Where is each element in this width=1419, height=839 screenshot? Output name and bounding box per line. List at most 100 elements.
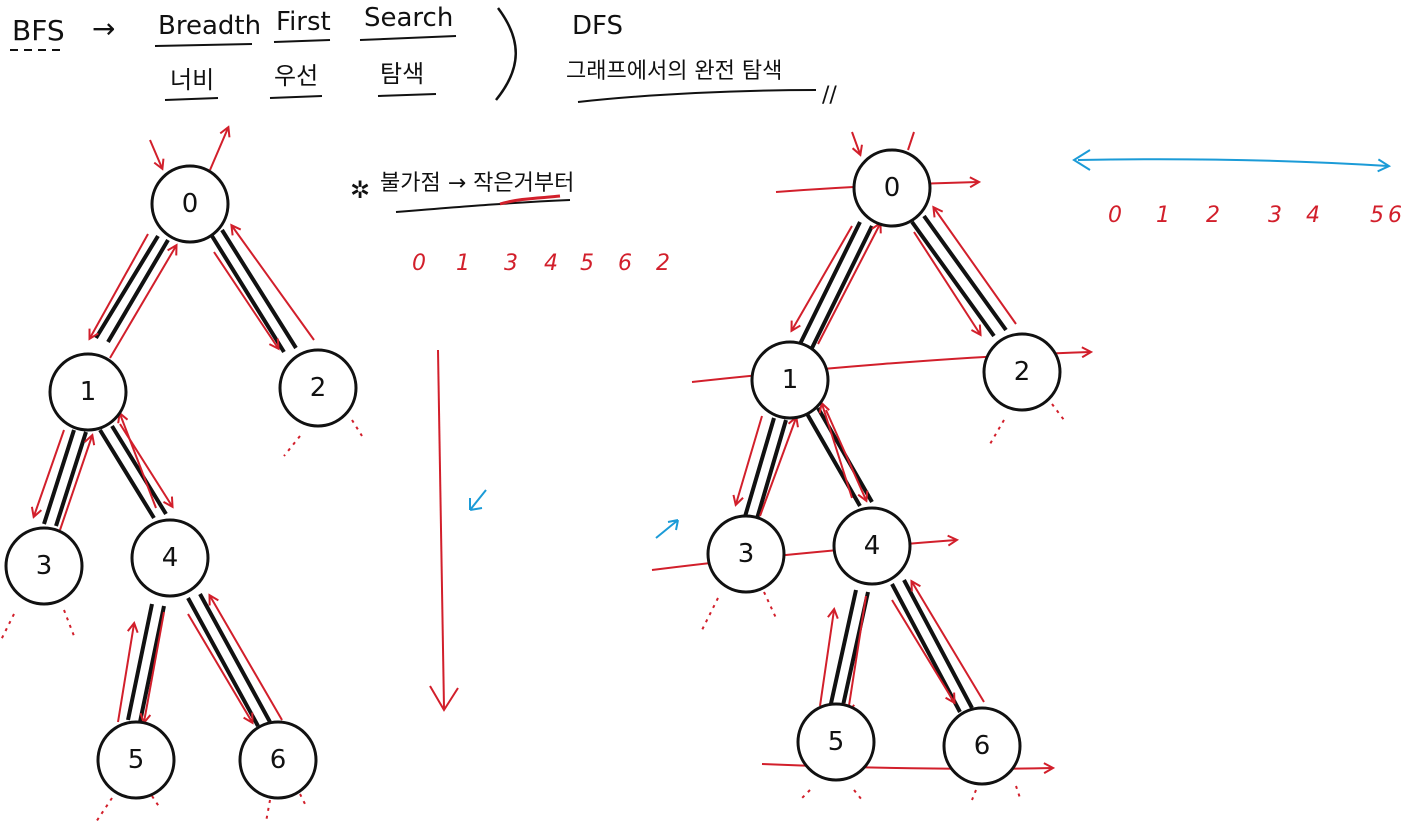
left-node-circle bbox=[238, 720, 318, 800]
word-breadth: Breadth bbox=[158, 11, 261, 41]
left-tree-edges bbox=[42, 228, 298, 727]
leaf-dots bbox=[0, 419, 363, 823]
right-node-label: 6 bbox=[974, 731, 991, 761]
vertical-arrow-shaft bbox=[437, 349, 445, 709]
right-node-circle bbox=[982, 332, 1062, 412]
blue-double-arrow bbox=[1077, 158, 1388, 166]
underline-ko-search bbox=[377, 93, 437, 97]
bfs-order-item: 1 bbox=[456, 251, 470, 276]
header: BFS → Breadth First Search 너비 우선 탐색 DFS … bbox=[10, 3, 837, 108]
dfs-order-item: 2 bbox=[1206, 203, 1220, 228]
r-arrow-4-6-down bbox=[891, 599, 954, 702]
arrow-5-4-up bbox=[117, 624, 134, 723]
left-tree-nodes: 0 1 2 3 4 5 6 bbox=[4, 164, 358, 800]
arrow-0-1-down bbox=[90, 233, 149, 338]
right-node-label: 0 bbox=[884, 173, 901, 203]
note-star: ✲ bbox=[350, 176, 370, 204]
r-edge-0-2 bbox=[910, 214, 1008, 338]
r-arrow-3-1-up bbox=[759, 418, 796, 517]
left-node-0: 0 bbox=[150, 164, 230, 244]
right-node-circle bbox=[852, 148, 932, 228]
right-node-circle bbox=[750, 340, 830, 420]
bfs-order-item: 6 bbox=[618, 251, 632, 276]
right-node-label: 5 bbox=[828, 727, 845, 757]
arrow-4-6-down bbox=[187, 613, 252, 722]
dfs-order-item: 5 bbox=[1370, 203, 1384, 228]
entry-arrow bbox=[149, 139, 162, 168]
left-node-label: 0 bbox=[182, 189, 199, 219]
edge-1-4 bbox=[98, 424, 168, 520]
bfs-order-item: 0 bbox=[412, 251, 426, 276]
right-node-circle bbox=[832, 506, 912, 586]
word-ko-search: 탐색 bbox=[380, 60, 424, 88]
right-tree: 0 1 2 3 4 5 6 bbox=[651, 131, 1090, 801]
right-node-label: 1 bbox=[782, 365, 799, 395]
header-bracket bbox=[495, 7, 517, 101]
edge-1-3 bbox=[42, 429, 88, 527]
right-node-circle bbox=[706, 514, 786, 594]
right-node-3: 3 bbox=[706, 514, 786, 594]
left-node-4: 4 bbox=[130, 518, 210, 598]
level-line-3 bbox=[761, 764, 1052, 769]
right-node-0: 0 bbox=[852, 148, 932, 228]
blue-tick-left bbox=[469, 489, 487, 511]
edge-4-5 bbox=[126, 603, 166, 723]
r-arrow-0-1-down bbox=[792, 225, 853, 330]
arrow-2-0-up bbox=[232, 226, 315, 341]
header-arrow: → bbox=[92, 12, 115, 45]
r-arrow-1-4-down bbox=[825, 409, 866, 500]
r-edge-1-3 bbox=[742, 417, 788, 523]
dfs-desc-underline bbox=[577, 89, 817, 103]
right-node-label: 2 bbox=[1014, 357, 1031, 387]
right-node-1: 1 bbox=[750, 340, 830, 420]
bfs-order-item: 5 bbox=[580, 251, 594, 276]
underline-breadth bbox=[154, 43, 253, 47]
note-rule: 불가점 → 작은거부터 bbox=[380, 171, 574, 196]
r-arrow-0-2-down bbox=[913, 231, 980, 334]
left-node-label: 3 bbox=[36, 551, 53, 581]
left-node-circle bbox=[48, 352, 128, 432]
blue-tick-right bbox=[655, 519, 679, 539]
left-node-circle bbox=[4, 526, 84, 606]
dfs-order-item: 0 bbox=[1108, 203, 1122, 228]
dfs-order-item: 4 bbox=[1306, 203, 1320, 228]
note-red-underline bbox=[499, 194, 561, 206]
word-ko-breadth: 너비 bbox=[170, 66, 214, 94]
left-node-3: 3 bbox=[4, 526, 84, 606]
r-arrow-2-0-up bbox=[934, 208, 1017, 325]
bfs-order-item: 4 bbox=[544, 251, 558, 276]
r-arrow-6-4-up bbox=[912, 582, 985, 703]
left-node-2: 2 bbox=[278, 348, 358, 428]
vertical-arrow-head bbox=[429, 685, 459, 712]
underline-ko-breadth bbox=[164, 97, 219, 101]
left-node-1: 1 bbox=[48, 352, 128, 432]
word-search: Search bbox=[364, 3, 453, 33]
left-node-label: 5 bbox=[128, 745, 145, 775]
arrow-4-5-down bbox=[144, 611, 165, 722]
bfs-title: BFS bbox=[12, 14, 65, 47]
r-leaf-dots bbox=[701, 403, 1065, 801]
arrow-3-1-up bbox=[59, 436, 92, 531]
right-node-circle bbox=[942, 706, 1022, 786]
r-arrow-5-4-up bbox=[819, 610, 834, 707]
note-underline bbox=[395, 199, 571, 213]
dfs-end-mark: // bbox=[822, 83, 837, 108]
arrow-1-3-down bbox=[34, 429, 65, 516]
right-tree-edges bbox=[742, 214, 1008, 713]
left-node-5: 5 bbox=[96, 720, 176, 800]
exit-arrow bbox=[209, 128, 228, 171]
r-arrow-4-1-up bbox=[822, 404, 853, 499]
arrow-0-2-down bbox=[213, 251, 278, 348]
left-node-circle bbox=[150, 164, 230, 244]
right-node-label: 4 bbox=[864, 531, 881, 561]
left-node-label: 6 bbox=[270, 745, 287, 775]
right-node-5: 5 bbox=[796, 702, 876, 782]
r-edge-0-1 bbox=[798, 221, 874, 349]
left-traversal-arrows bbox=[0, 128, 363, 823]
right-node-6: 6 bbox=[942, 706, 1022, 786]
